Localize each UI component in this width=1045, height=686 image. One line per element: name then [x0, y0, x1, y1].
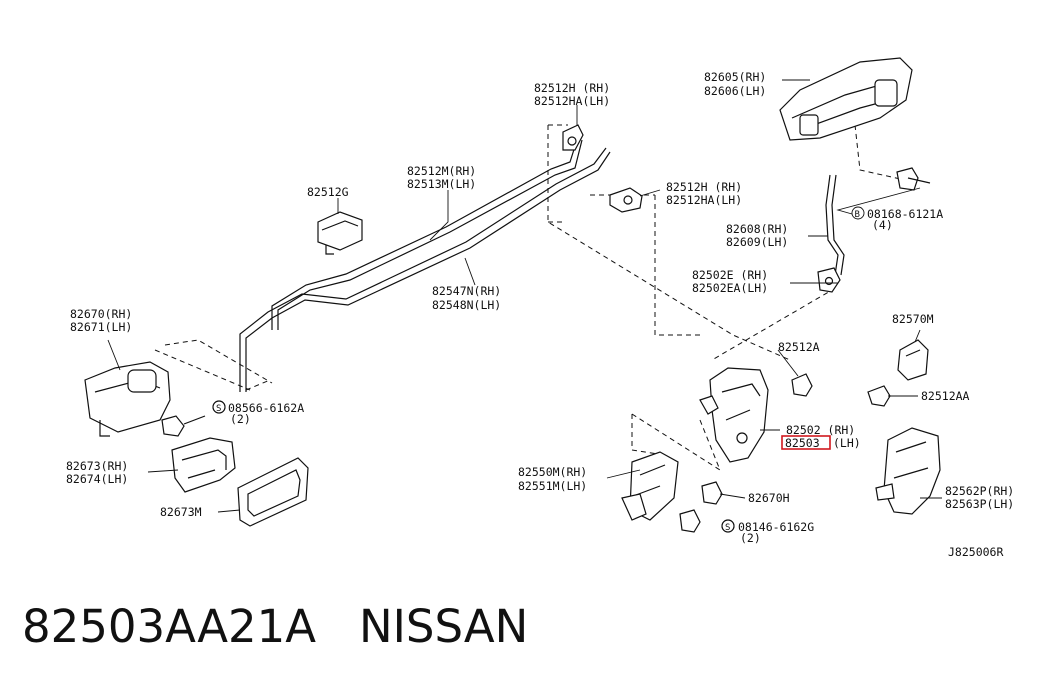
s-mark-08168-letter: B: [855, 210, 860, 220]
label-82512H-top-rh: 82512H (RH): [534, 81, 610, 95]
bracket-82570M: [897, 339, 929, 381]
label-82606-lh: 82606(LH): [704, 84, 766, 98]
assembly-guide-lines: [154, 124, 906, 471]
label-82609-lh: 82609(LH): [726, 235, 788, 249]
bolt-82670H: [701, 481, 723, 505]
label-82570M: 82570M: [892, 312, 934, 326]
label-82503-lh: 82503: [785, 436, 820, 450]
label-82512M-rh: 82512M(RH): [407, 164, 476, 178]
s-mark-08146-letter: S: [725, 523, 730, 533]
label-08168-qty: (4): [872, 218, 893, 232]
label-82512HA-mid-lh: 82512HA(LH): [666, 193, 742, 207]
label-08566: 08566-6162A: [228, 401, 304, 415]
clip-82512H-mid: [609, 187, 643, 213]
lock-cylinder-82550M: [621, 451, 679, 521]
clip-82512AA: [867, 385, 891, 407]
door-lock-actuator-82502: [699, 367, 769, 463]
latch-82562P: [875, 427, 941, 515]
footer-caption: 82503AA21A NISSAN: [22, 600, 528, 653]
diagram-id: J825006R: [948, 545, 1003, 559]
label-08168: 08168-6121A: [867, 207, 943, 221]
leader-lines: [107, 79, 942, 513]
label-82502EA-lh: 82502EA(LH): [692, 281, 768, 295]
label-82502E-rh: 82502E (RH): [692, 268, 768, 282]
label-82670-rh: 82670(RH): [70, 307, 132, 321]
label-82512HA-top-lh: 82512HA(LH): [534, 94, 610, 108]
inside-handle-82673: [171, 437, 236, 493]
s-mark-08146: [721, 519, 735, 533]
label-82563P-lh: 82563P(LH): [945, 497, 1014, 511]
label-82512A: 82512A: [778, 340, 820, 354]
footer-part-number: 82503AA21A: [22, 600, 317, 653]
label-82547N-rh: 82547N(RH): [432, 284, 501, 298]
callout-labels: 82512H (RH) 82512HA(LH) 82512M(RH) 82513…: [66, 70, 1014, 559]
label-82673-rh: 82673(RH): [66, 459, 128, 473]
s-mark-08566-letter: S: [216, 404, 221, 414]
label-82548N-lh: 82548N(LH): [432, 298, 501, 312]
escutcheon-82673M: [237, 457, 309, 527]
label-82512H-mid-rh: 82512H (RH): [666, 180, 742, 194]
outside-handle-82605: [779, 57, 913, 141]
label-08566-qty: (2): [230, 412, 251, 426]
label-82513M-lh: 82513M(LH): [407, 177, 476, 191]
label-82673M: 82673M: [160, 505, 202, 519]
bolt-08168: [896, 167, 931, 191]
label-82550M-rh: 82550M(RH): [518, 465, 587, 479]
label-82551M-lh: 82551M(LH): [518, 479, 587, 493]
footer-brand: NISSAN: [358, 600, 529, 653]
s-mark-08168: [851, 206, 865, 220]
clip-82512H-top: [562, 124, 584, 151]
label-82502-rh: 82502 (RH): [786, 423, 855, 437]
clip-82512G: [317, 211, 363, 255]
label-82562P-rh: 82562P(RH): [945, 484, 1014, 498]
label-08146: 08146-6162G: [738, 520, 814, 534]
clip-82502E: [817, 267, 841, 293]
parts-diagram: 82512H (RH) 82512HA(LH) 82512M(RH) 82513…: [66, 57, 1014, 559]
label-82674-lh: 82674(LH): [66, 472, 128, 486]
label-82512AA: 82512AA: [921, 389, 970, 403]
label-82605-rh: 82605(RH): [704, 70, 766, 84]
label-08146-qty: (2): [740, 531, 761, 545]
label-82512G: 82512G: [307, 185, 349, 199]
label-82608-rh: 82608(RH): [726, 222, 788, 236]
inside-handle-bracket-82670: [84, 361, 171, 437]
label-82671-lh: 82671(LH): [70, 320, 132, 334]
label-82670H: 82670H: [748, 491, 790, 505]
clip-82512A: [791, 373, 813, 397]
rods: [239, 139, 845, 392]
s-mark-08566: [212, 400, 226, 414]
highlight-box-82503: [781, 435, 831, 450]
label-82503-lh-suffix: (LH): [833, 436, 861, 450]
